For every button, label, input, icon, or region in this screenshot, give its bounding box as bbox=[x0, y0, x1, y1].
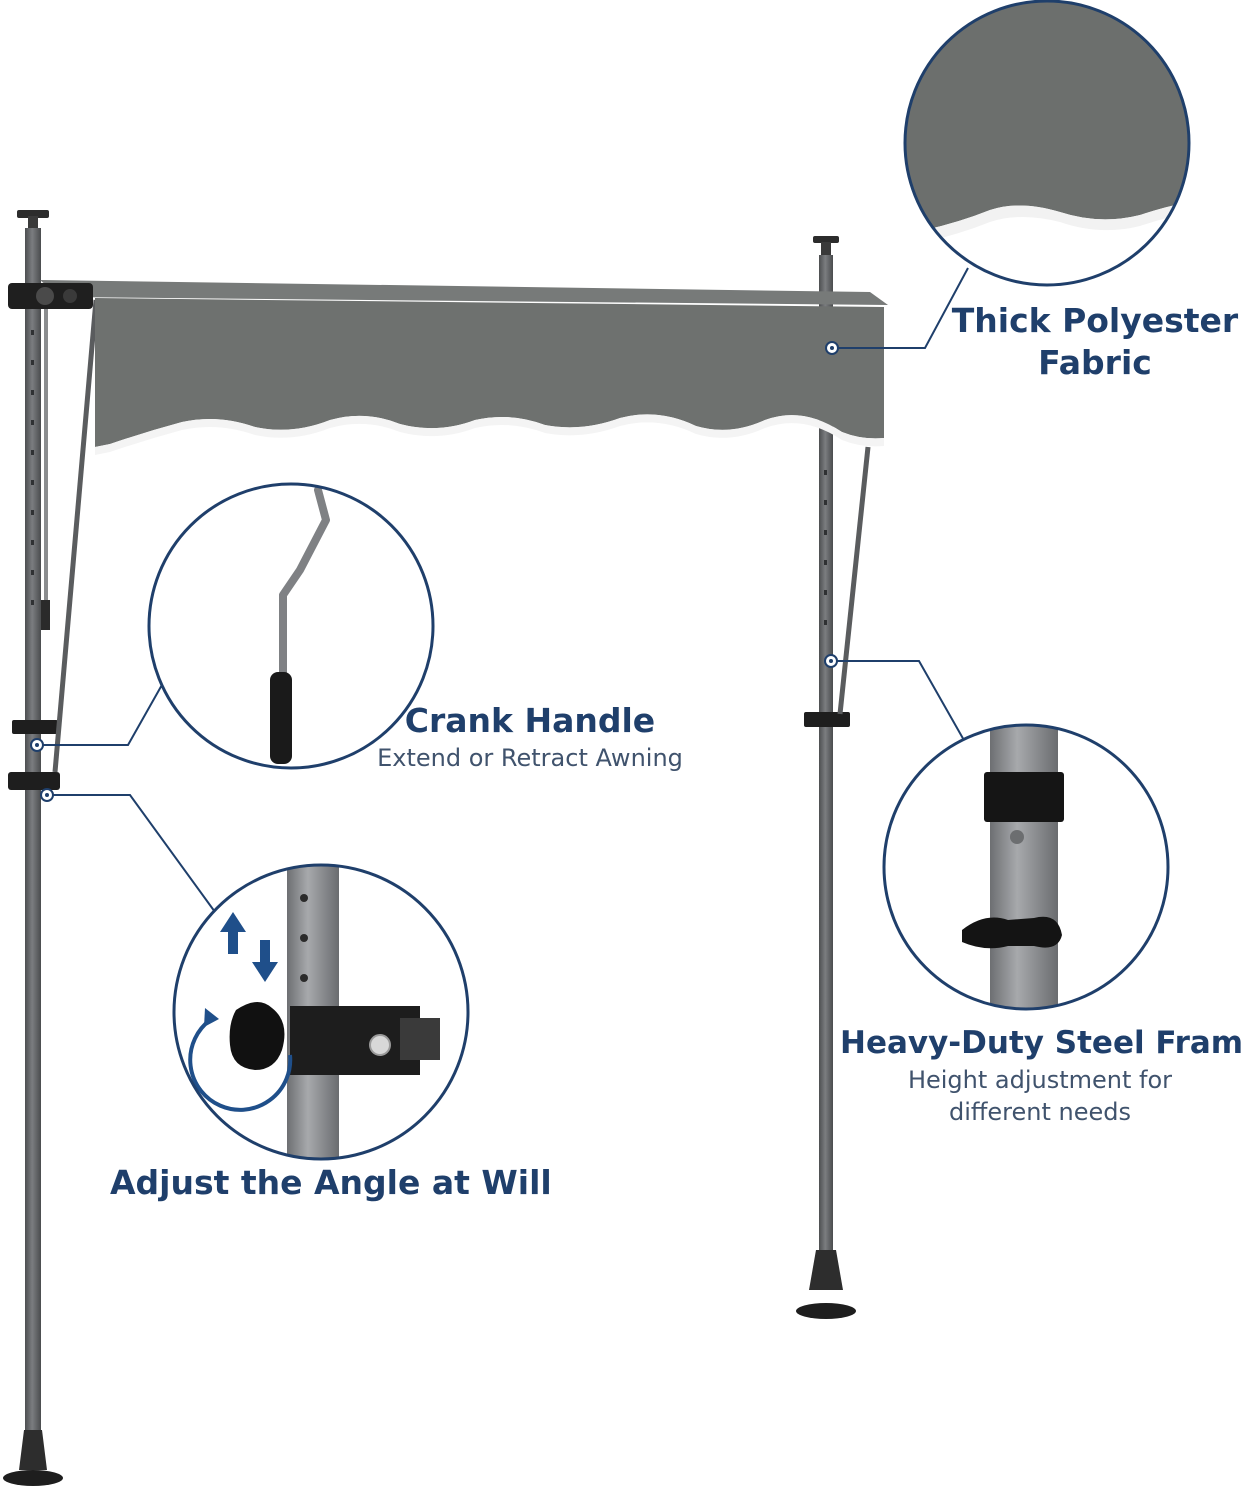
frame-subtitle-line1: Height adjustment for bbox=[907, 1066, 1173, 1094]
crank-title: Crank Handle bbox=[404, 701, 656, 740]
angle-title: Adjust the Angle at Will bbox=[110, 1163, 552, 1202]
fabric-title-line1: Thick Polyester bbox=[951, 301, 1239, 340]
frame-feature-label: Heavy-Duty Steel Frame Height adjustment… bbox=[840, 1022, 1241, 1128]
callout-markers bbox=[30, 341, 839, 802]
awning-fabric bbox=[8, 280, 888, 455]
crank-detail-circle bbox=[147, 482, 435, 770]
angle-detail-circle bbox=[172, 863, 470, 1161]
frame-detail-circle bbox=[882, 723, 1170, 1011]
callout-lines bbox=[37, 267, 969, 913]
right-pole bbox=[796, 236, 856, 1319]
fabric-detail-circle bbox=[903, 0, 1191, 287]
frame-title: Heavy-Duty Steel Frame bbox=[840, 1025, 1241, 1061]
crank-subtitle: Extend or Retract Awning bbox=[377, 744, 683, 772]
crank-feature-label: Crank Handle Extend or Retract Awning bbox=[360, 700, 700, 774]
frame-subtitle-line2: different needs bbox=[948, 1098, 1132, 1126]
fabric-title-line2: Fabric bbox=[1038, 343, 1152, 382]
fabric-feature-label: Thick Polyester Fabric bbox=[930, 300, 1241, 384]
angle-feature-label: Adjust the Angle at Will bbox=[110, 1162, 552, 1204]
left-pole bbox=[3, 210, 63, 1486]
